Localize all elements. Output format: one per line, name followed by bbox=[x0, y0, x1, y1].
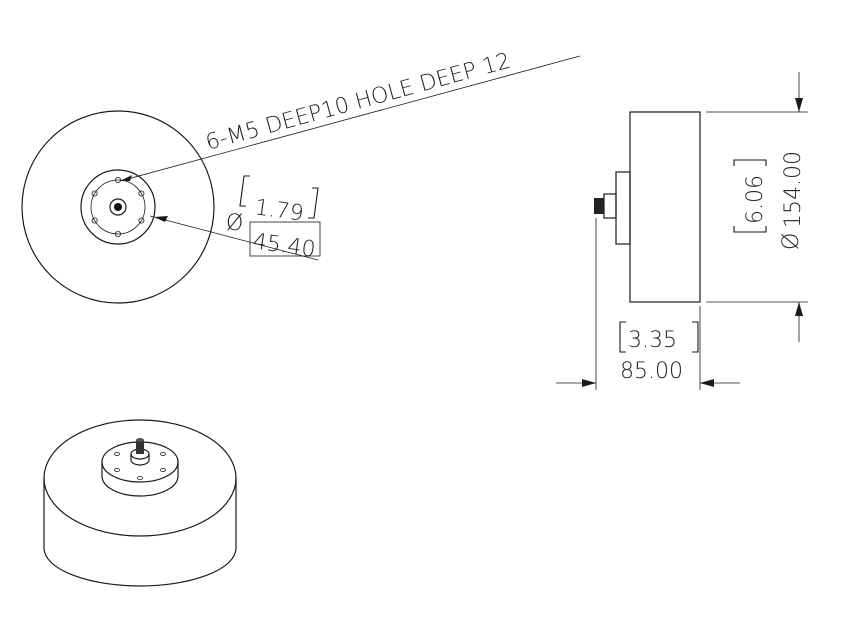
iso-shaft-tip bbox=[136, 438, 144, 442]
mounting-hole bbox=[91, 217, 98, 224]
side-view: 154.00 Ø 6.06 bbox=[594, 72, 808, 342]
iso-body-top bbox=[43, 419, 237, 537]
front-view: 6-M5 DEEP10 HOLE DEEP 12 1.79 Ø 45.40 bbox=[21, 49, 581, 304]
side-alt-dimension: 6.06 bbox=[743, 175, 768, 224]
side-main-dimension: 154.00 bbox=[781, 151, 806, 228]
isometric-view bbox=[43, 419, 237, 587]
side-dim-arrow-bottom bbox=[795, 302, 803, 316]
length-alt-dimension: 3.35 bbox=[628, 328, 677, 353]
iso-mounting-hole bbox=[137, 475, 143, 480]
side-body-outline bbox=[629, 111, 701, 303]
front-diameter-symbol: Ø bbox=[226, 211, 243, 236]
length-arrow-right bbox=[700, 379, 714, 387]
front-dimension-block: 1.79 Ø 45.40 bbox=[226, 175, 321, 263]
hole-leader-line bbox=[123, 55, 581, 181]
iso-mounting-hole bbox=[114, 451, 120, 456]
iso-shaft-boss bbox=[130, 454, 150, 466]
side-alt-bracket-bottom bbox=[733, 226, 767, 233]
iso-shaft bbox=[136, 440, 144, 454]
iso-mounting-hole bbox=[160, 467, 166, 472]
mounting-hole bbox=[115, 230, 122, 237]
mounting-hole bbox=[91, 190, 98, 197]
front-alt-bracket-right bbox=[308, 187, 319, 219]
iso-body-side bbox=[43, 478, 237, 587]
length-dimension: 3.35 85.00 bbox=[556, 218, 740, 390]
mounting-hole bbox=[138, 217, 145, 224]
front-shaft-center bbox=[114, 203, 122, 211]
side-diameter-symbol: Ø bbox=[779, 233, 804, 250]
front-shaft-outer bbox=[109, 198, 127, 216]
side-shaft-step bbox=[603, 193, 617, 219]
hole-callout-text: 6-M5 DEEP10 HOLE DEEP 12 bbox=[203, 49, 513, 156]
iso-mounting-hole bbox=[160, 451, 166, 456]
hole-leader-arrow bbox=[120, 175, 132, 181]
mounting-hole bbox=[138, 190, 145, 197]
length-alt-bracket-right bbox=[692, 321, 699, 353]
side-dim-arrow-top bbox=[795, 98, 803, 112]
front-bolt-circle bbox=[90, 179, 146, 235]
length-alt-bracket-left bbox=[619, 321, 626, 353]
mounting-holes bbox=[91, 176, 145, 237]
hub-diameter-arrow bbox=[154, 216, 168, 222]
mounting-hole bbox=[115, 176, 122, 183]
front-hub-circle bbox=[80, 169, 156, 245]
front-main-dimension: 45.40 bbox=[251, 229, 317, 263]
iso-mounting-hole bbox=[114, 467, 120, 472]
hub-diameter-leader bbox=[149, 215, 319, 261]
length-arrow-left bbox=[582, 379, 596, 387]
side-alt-bracket-top bbox=[733, 159, 767, 166]
front-outer-circle bbox=[21, 110, 215, 304]
iso-hub-side bbox=[101, 462, 179, 497]
front-alt-bracket-left bbox=[239, 175, 250, 207]
side-hub-outline bbox=[615, 171, 631, 245]
front-main-dimension-box bbox=[249, 221, 321, 257]
length-main-dimension: 85.00 bbox=[620, 359, 683, 384]
side-shaft-tip bbox=[594, 198, 604, 214]
